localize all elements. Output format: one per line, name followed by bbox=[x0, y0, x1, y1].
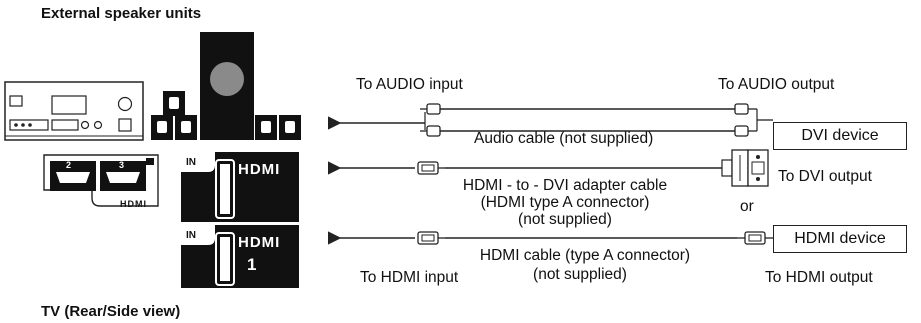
port-1-label: 1 bbox=[247, 255, 257, 274]
to-hdmi-input-label: To HDMI input bbox=[360, 269, 459, 286]
hdmi-logo-upper: HDMI bbox=[238, 161, 281, 178]
adapter-cable-line1: HDMI - to - DVI adapter cable bbox=[462, 177, 668, 194]
audio-plug-right-icon bbox=[734, 103, 773, 137]
to-audio-output-label: To AUDIO output bbox=[718, 76, 835, 93]
in-tag-lower: IN bbox=[186, 230, 196, 241]
speakers-icon bbox=[151, 32, 301, 140]
tv-hdmi-panel-upper bbox=[181, 152, 299, 222]
dvi-device-label: DVI device bbox=[801, 127, 879, 144]
or-label: or bbox=[740, 198, 754, 215]
hdmi-plug-right-icon bbox=[737, 231, 774, 245]
tv-view-heading: TV (Rear/Side view) bbox=[41, 303, 181, 320]
dvi-device-box: DVI device bbox=[773, 122, 907, 150]
tv-hdmi-panel-lower bbox=[181, 225, 299, 288]
side-hdmi-logo: HDMI bbox=[120, 199, 147, 209]
to-dvi-output-label: To DVI output bbox=[778, 168, 872, 185]
hdmi-logo-lower: HDMI bbox=[238, 234, 281, 251]
dvi-connector-icon bbox=[721, 149, 769, 187]
audio-cable-arrow bbox=[327, 108, 735, 132]
tv-side-panel bbox=[43, 154, 159, 207]
hdmi-cable-arrow bbox=[327, 231, 737, 245]
adapter-cable-line3: (not supplied) bbox=[518, 211, 612, 228]
port-3-label: 3 bbox=[119, 160, 125, 170]
hdmi-cable-line1: HDMI cable (type A connector) bbox=[479, 247, 691, 264]
adapter-cable-line2: (HDMI type A connector) bbox=[480, 194, 650, 211]
to-audio-input-label: To AUDIO input bbox=[356, 76, 463, 93]
amplifier-icon bbox=[4, 81, 144, 141]
to-hdmi-output-label: To HDMI output bbox=[765, 269, 873, 286]
hdmi-device-label: HDMI device bbox=[794, 230, 886, 247]
audio-cable-label: Audio cable (not supplied) bbox=[474, 130, 654, 147]
hdmi-dvi-cable-arrow bbox=[327, 161, 722, 175]
audio-plug-left-icon bbox=[420, 103, 441, 137]
hdmi-device-box: HDMI device bbox=[773, 225, 907, 253]
port-2-label: 2 bbox=[66, 160, 72, 170]
in-tag-upper: IN bbox=[186, 157, 196, 168]
speaker-units-heading: External speaker units bbox=[41, 5, 202, 22]
hdmi-cable-line2: (not supplied) bbox=[533, 266, 627, 283]
